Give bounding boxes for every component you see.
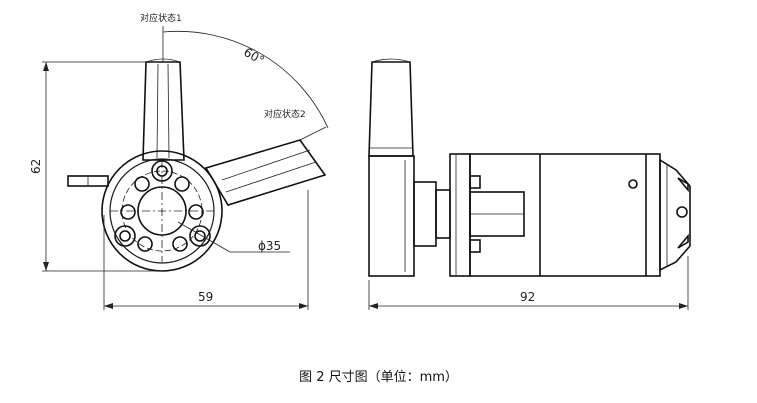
- side-view: 92: [368, 58, 691, 310]
- height-label: 62: [29, 159, 43, 174]
- side-end-cap: [659, 158, 691, 272]
- bolt-holes: [114, 160, 211, 252]
- state1-label: 对应状态1: [140, 12, 182, 24]
- side-width-label: 92: [520, 290, 535, 304]
- front-width-label: 59: [198, 290, 213, 304]
- figure-caption: 图 2 尺寸图（单位：mm）: [299, 370, 458, 385]
- lever-state2: [204, 139, 327, 206]
- side-cylinder: [469, 153, 661, 277]
- state2-label: 对应状态2: [264, 108, 306, 120]
- angle-label: 60°: [241, 45, 266, 68]
- side-plate: [368, 155, 415, 277]
- front-view: 60° 对应状态1 对应状态2: [29, 12, 329, 310]
- side-flange: [449, 153, 471, 277]
- lever-state1: [142, 61, 185, 161]
- angle-arc: [162, 30, 329, 129]
- side-lever: [368, 61, 414, 157]
- state2-axis-line: [299, 126, 327, 141]
- diameter-label: ϕ35: [258, 239, 281, 253]
